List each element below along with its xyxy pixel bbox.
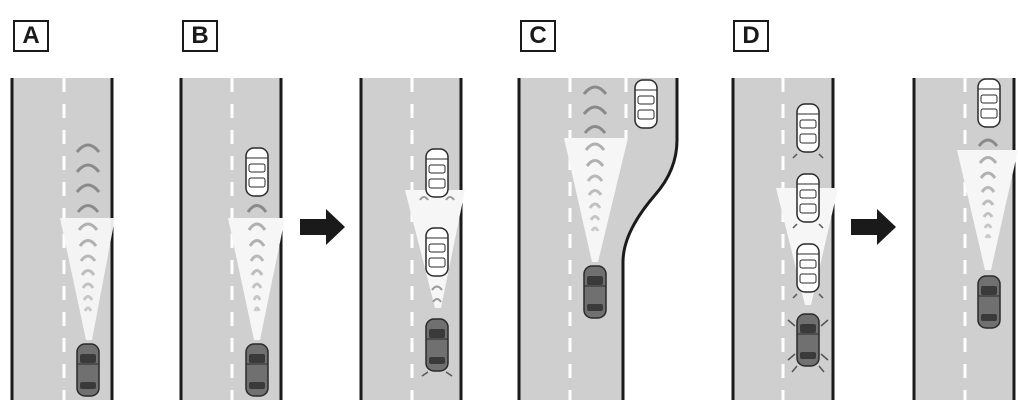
radar-beam-b1: [228, 218, 285, 340]
slow-vehicle-d1-2: [796, 173, 820, 223]
panel-label-c: C: [520, 20, 556, 52]
radar-waves-b1: [246, 204, 268, 312]
panel-a: [10, 78, 115, 400]
radar-waves-c: [582, 85, 608, 232]
radar-waves-b2: [419, 196, 455, 303]
radar-waves-a: [75, 143, 101, 312]
road-edge-right-c: [621, 78, 679, 400]
slow-vehicle-d1-1: [796, 103, 820, 153]
radar-beam-a: [60, 218, 115, 340]
panel-d-before: [731, 78, 838, 400]
transition-arrow-b: [300, 209, 345, 245]
transition-arrow-d: [851, 209, 896, 245]
motion-marks-d1: [787, 153, 829, 373]
own-vehicle-b2: [425, 318, 449, 372]
own-vehicle-a: [76, 343, 100, 397]
cut-in-vehicle-b2: [425, 227, 449, 277]
lead-vehicle-b1: [245, 147, 269, 197]
lead-vehicle-b2: [425, 148, 449, 198]
merging-vehicle-c: [634, 79, 658, 129]
lead-vehicle-d2: [977, 78, 1001, 128]
own-vehicle-b1: [245, 343, 269, 397]
panel-label-d: D: [733, 20, 769, 52]
slow-vehicle-d1-3: [796, 243, 820, 293]
motion-marks-b2: [421, 371, 453, 377]
panel-b-after: [359, 78, 465, 400]
panel-d-after: [912, 78, 1018, 400]
panel-c: [517, 78, 679, 400]
panel-label-b: B: [182, 20, 218, 52]
panel-b-before: [179, 78, 285, 400]
radar-waves-d2: [977, 138, 999, 239]
radar-beam-c: [564, 138, 628, 262]
own-vehicle-c: [583, 265, 607, 319]
radar-beam-d2: [957, 150, 1018, 270]
own-vehicle-d1: [796, 313, 820, 367]
own-vehicle-d2: [977, 275, 1001, 329]
panel-label-a: A: [13, 20, 49, 52]
